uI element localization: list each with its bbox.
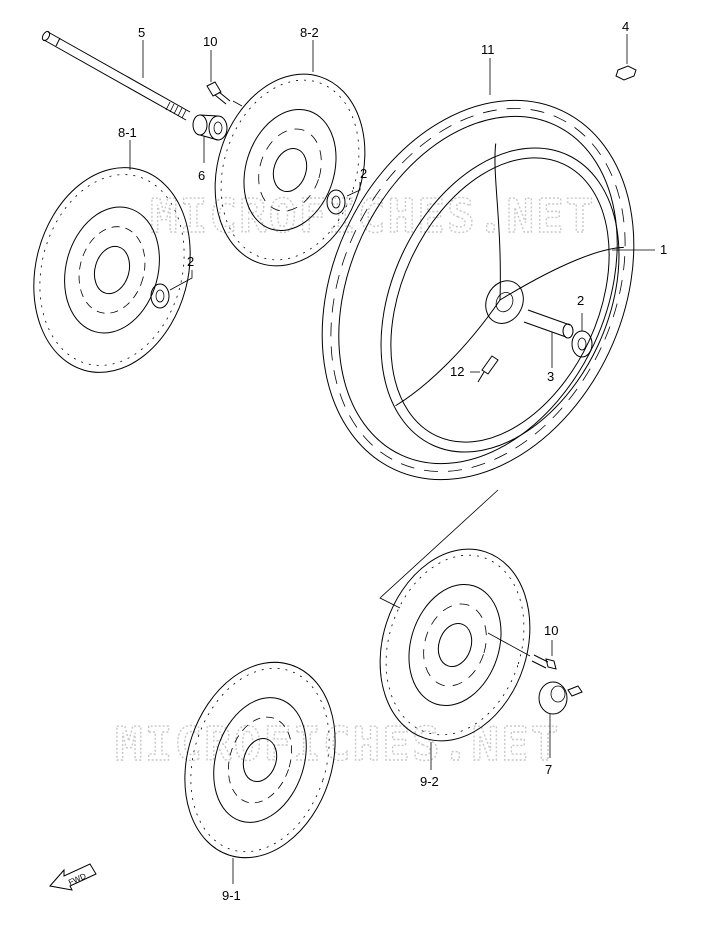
watermark-bottom: MICROFICHES.NET (115, 717, 560, 771)
watermark-top: MICROFICHES.NET (150, 189, 595, 243)
tire-part (321, 99, 635, 481)
bearing-right-part (571, 330, 593, 358)
label-disc-8-1: 8-1 (118, 125, 137, 140)
wheel-part (380, 143, 624, 453)
bolt-top-part (206, 81, 243, 107)
label-wheel: 1 (660, 242, 667, 257)
bearing-left-part (150, 283, 170, 309)
valve-part (477, 355, 499, 383)
label-valve: 12 (450, 364, 464, 379)
label-axle: 5 (138, 25, 145, 40)
label-bolt-top: 10 (203, 34, 217, 49)
spacer-part (523, 309, 574, 339)
bearing-top-part (326, 189, 346, 215)
disc-9-2-part (379, 548, 531, 742)
label-bearing-top: 2 (360, 166, 367, 181)
speedo-gear-part (538, 681, 583, 715)
axle-part (41, 30, 191, 121)
disc-8-1-part (33, 167, 191, 373)
label-speedo-gear: 7 (545, 762, 552, 777)
label-disc-9-1: 9-1 (222, 888, 241, 903)
label-bolt-4: 4 (622, 19, 629, 34)
label-spacer: 3 (547, 369, 554, 384)
fwd-label: FWD (67, 871, 88, 887)
bolt-bottom-part (487, 632, 557, 670)
label-disc-9-2: 9-2 (420, 774, 439, 789)
disc-9-1-part (184, 661, 336, 859)
collar-part (192, 114, 228, 141)
label-collar: 6 (198, 168, 205, 183)
label-tire: 11 (481, 42, 495, 57)
fwd-arrow-icon: FWD (49, 863, 97, 891)
label-bearing-left: 2 (187, 254, 194, 269)
label-disc-8-2: 8-2 (300, 25, 319, 40)
label-bolt-bottom: 10 (544, 623, 558, 638)
label-bearing-right: 2 (577, 293, 584, 308)
disc-8-2-part (214, 73, 366, 267)
assembly-leader (379, 489, 499, 609)
bolt-4-part (615, 65, 637, 81)
